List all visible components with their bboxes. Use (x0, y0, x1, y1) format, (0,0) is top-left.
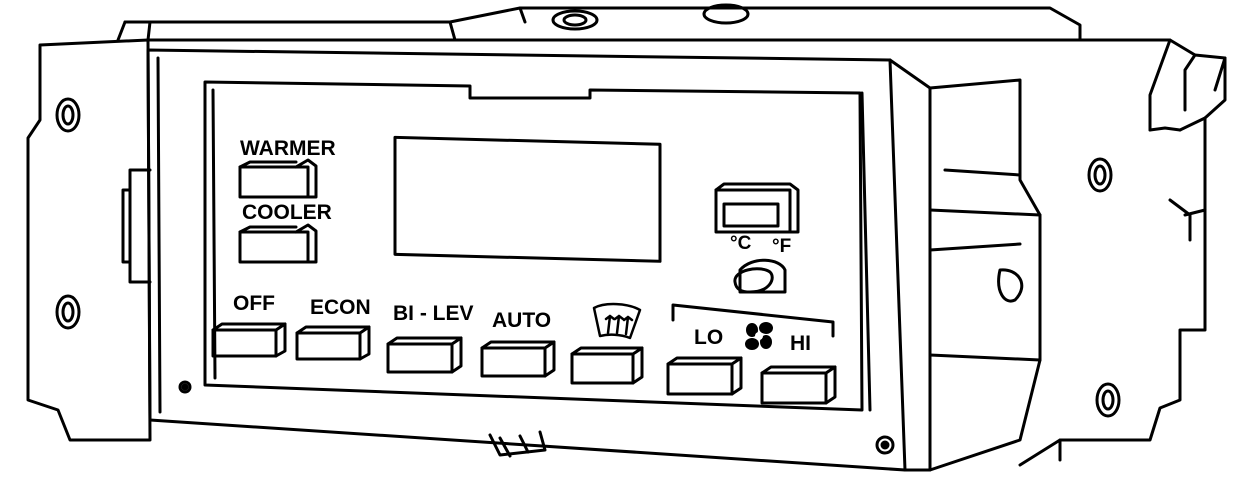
bi-level-label: BI - LEV (393, 302, 474, 325)
defrost-button[interactable] (570, 346, 644, 385)
panel-screw (178, 380, 192, 394)
mounting-hole (55, 97, 81, 133)
off-label: OFF (233, 292, 275, 315)
mounting-hole (1095, 382, 1121, 418)
mounting-hole (55, 294, 81, 330)
econ-label: ECON (310, 296, 371, 319)
bi-level-button[interactable] (386, 336, 463, 374)
off-button[interactable] (211, 322, 287, 358)
fahrenheit-label: °F (772, 236, 791, 257)
fan-lo-button[interactable] (666, 356, 743, 396)
fan-icon (745, 322, 773, 350)
warmer-label: WARMER (240, 137, 336, 160)
econ-button[interactable] (295, 325, 371, 361)
windshield-defrost-icon (592, 302, 642, 340)
mounting-bracket (26, 3, 1227, 467)
cooler-label: COOLER (242, 201, 332, 224)
mounting-hole (1087, 157, 1113, 193)
unit-select-icon (733, 258, 787, 294)
fan-lo-label: LO (694, 326, 723, 349)
panel-screw (875, 435, 895, 455)
unit-select-button[interactable] (714, 182, 800, 234)
auto-button[interactable] (480, 340, 556, 378)
cooler-button[interactable] (238, 223, 318, 264)
warmer-button[interactable] (238, 158, 318, 199)
fan-speed-bracket (671, 303, 835, 338)
celsius-label: °C (730, 233, 752, 254)
display-window (393, 135, 662, 263)
fan-hi-button[interactable] (760, 365, 837, 405)
auto-label: AUTO (492, 309, 551, 332)
fan-hi-label: HI (790, 332, 811, 355)
bottom-clip (488, 430, 547, 458)
